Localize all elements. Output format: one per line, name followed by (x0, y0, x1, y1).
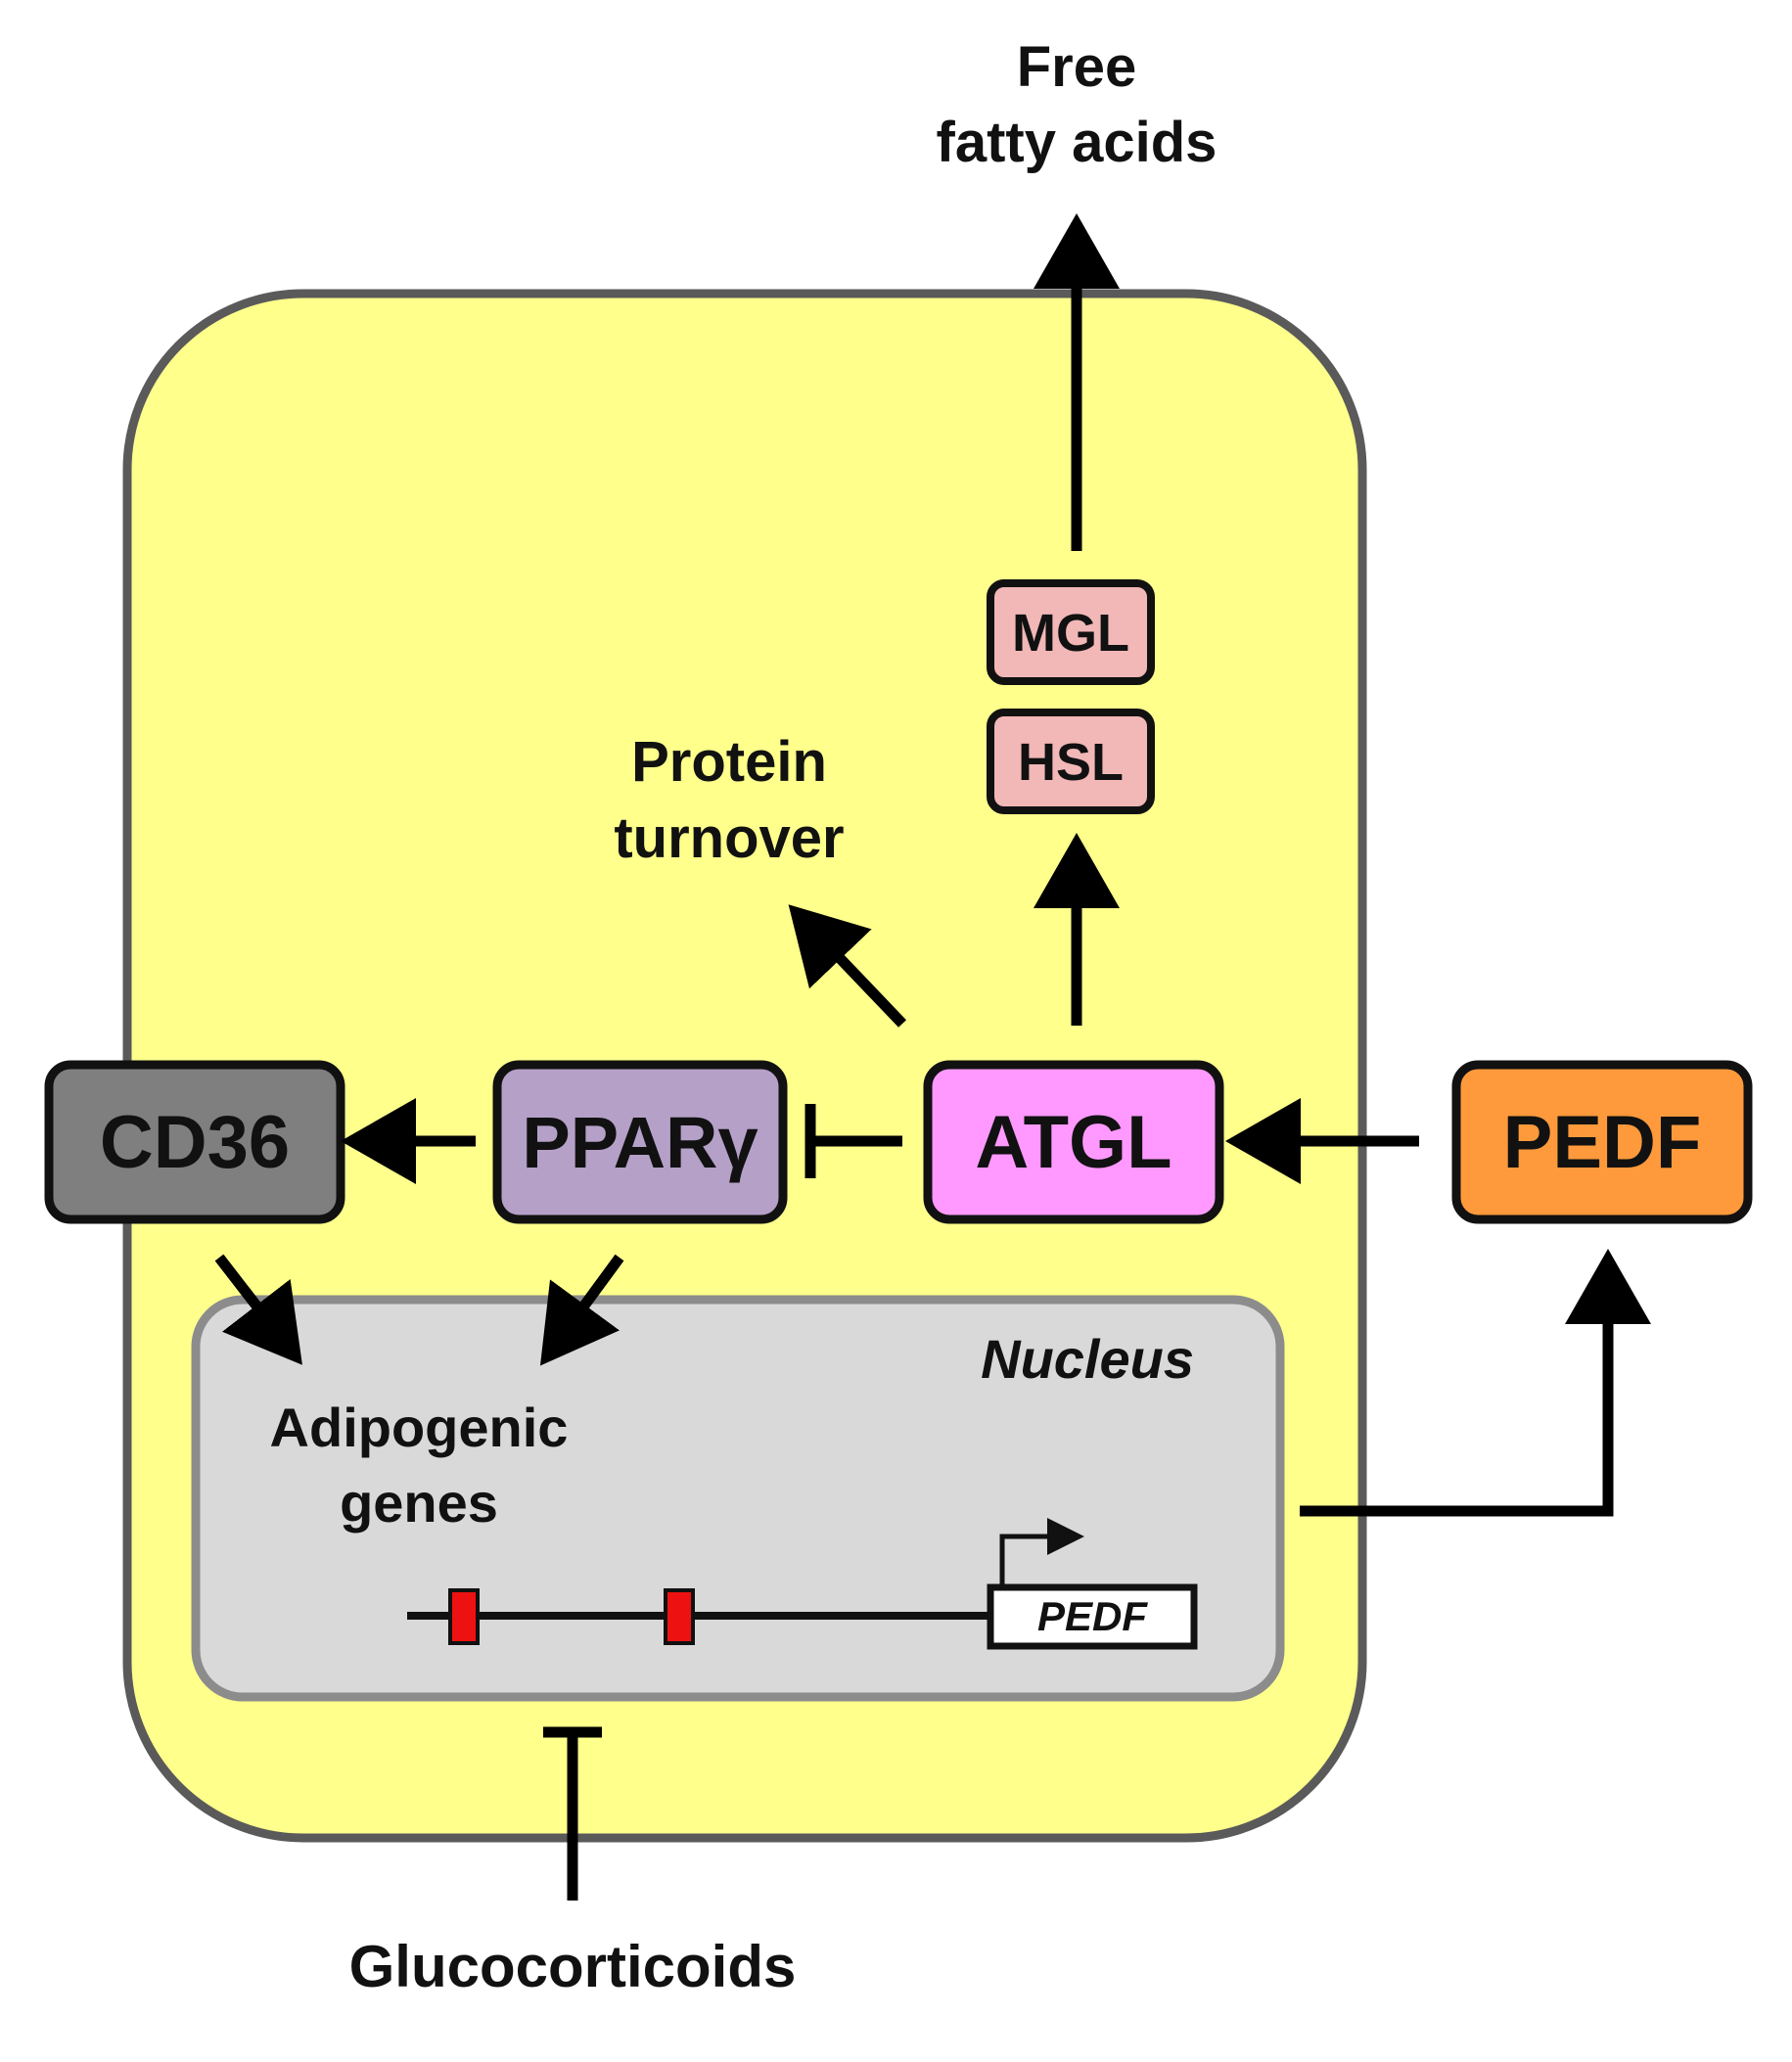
ppar-gamma-box (492, 1060, 788, 1224)
arrow-cd36-to-adipogenic-genes (214, 1254, 302, 1365)
pedf-box (1451, 1060, 1753, 1224)
hsl-label: HSL (1018, 733, 1124, 792)
regulatory-element-1 (448, 1588, 480, 1645)
regulatory-element-2 (664, 1588, 695, 1645)
mgl-label: MGL (1012, 604, 1129, 663)
transcription-start-arrowhead (1047, 1518, 1084, 1555)
pedf-label: PEDF (1503, 1101, 1702, 1184)
nucleus-label: Nucleus (981, 1328, 1194, 1390)
ppar-gamma-label: PPARγ (522, 1102, 758, 1183)
free-fatty-acids-label-line2: fatty acids (937, 111, 1218, 174)
glucocorticoids-label: Glucocorticoids (349, 1934, 797, 1999)
adipogenic-genes-label: Adipogenic (270, 1397, 569, 1458)
transcription-start-arrow (999, 1534, 1051, 1587)
arrow-ppar-to-adipogenic-genes (539, 1254, 624, 1366)
atgl-label: ATGL (975, 1101, 1172, 1184)
pedf-gene-box (987, 1583, 1198, 1650)
protein-turnover-label: Protein (631, 730, 827, 794)
cd36-label: CD36 (100, 1101, 290, 1184)
protein-turnover-label-line2: turnover (614, 806, 844, 870)
free-fatty-acids-label: Free (1017, 35, 1137, 99)
atgl-box (923, 1060, 1224, 1224)
pedf-gene-label: PEDF (1037, 1593, 1148, 1639)
hsl-box (987, 709, 1155, 814)
adipogenic-genes-label-line2: genes (340, 1472, 498, 1534)
arrow-nucleus-to-pedf (1300, 1249, 1651, 1517)
mgl-box (987, 579, 1155, 685)
arrow-atgl-to-protein-turnover (788, 904, 906, 1028)
